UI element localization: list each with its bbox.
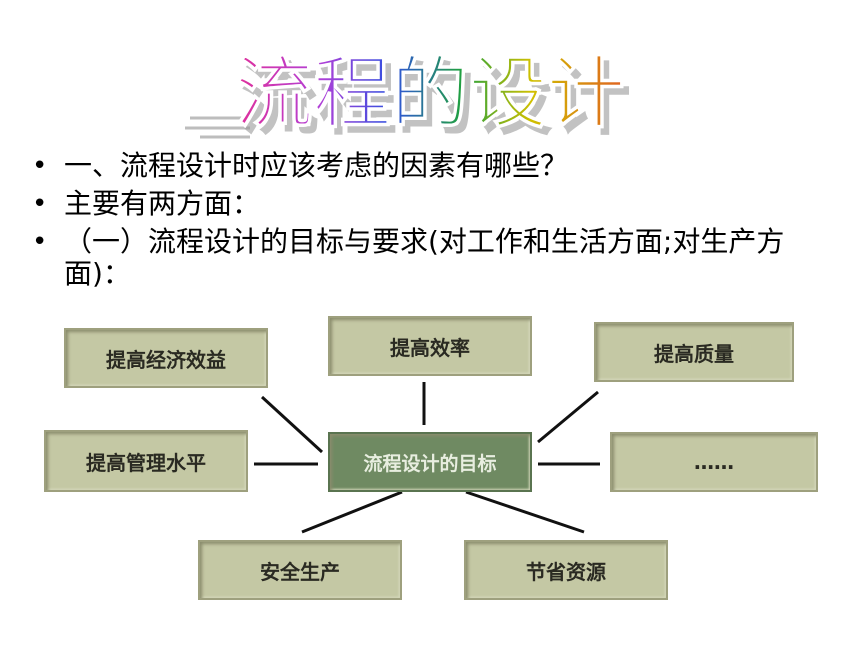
box-save-resources: 节省资源 [464, 540, 668, 600]
bullet-list: • 一、流程设计时应该考虑的因素有哪些？ • 主要有两方面： • （一）流程设计的目标… [28, 150, 838, 296]
connector-resources [465, 490, 585, 534]
bullet-dot: • [32, 189, 48, 219]
bullet-dot: • [32, 227, 48, 257]
bullet-item: • 一、流程设计时应该考虑的因素有哪些？ [28, 150, 838, 182]
box-quality: 提高质量 [594, 322, 794, 382]
title-text: 流程的设计 [235, 49, 625, 139]
bullet-text: 一、流程设计时应该考虑的因素有哪些？ [64, 149, 569, 182]
bullet-text: （一）流程设计的目标与要求(对工作和生活方面;对生产方面)： [64, 225, 785, 290]
bullet-dot: • [32, 151, 48, 181]
box-safe-production: 安全生产 [198, 540, 402, 600]
title-wordart: 流程的设计 流程的设计 [185, 49, 631, 146]
title-shadow-text: 流程的设计 [241, 56, 631, 140]
bullet-text: 主要有两方面： [64, 187, 261, 220]
box-efficiency: 提高效率 [328, 316, 532, 376]
connector-quality [537, 390, 599, 444]
bullet-item: • 主要有两方面： [28, 188, 838, 220]
slide-title: 流程的设计 流程的设计 [0, 40, 860, 146]
box-more: …… [610, 432, 818, 492]
connector-safety [301, 490, 403, 534]
title-shadow [185, 116, 250, 139]
connector-economic [260, 395, 324, 454]
box-design-goal: 流程设计的目标 [328, 432, 532, 492]
bullet-item: • （一）流程设计的目标与要求(对工作和生活方面;对生产方面)： [28, 226, 838, 290]
box-economic-benefit: 提高经济效益 [64, 328, 268, 388]
box-management-level: 提高管理水平 [44, 430, 248, 492]
